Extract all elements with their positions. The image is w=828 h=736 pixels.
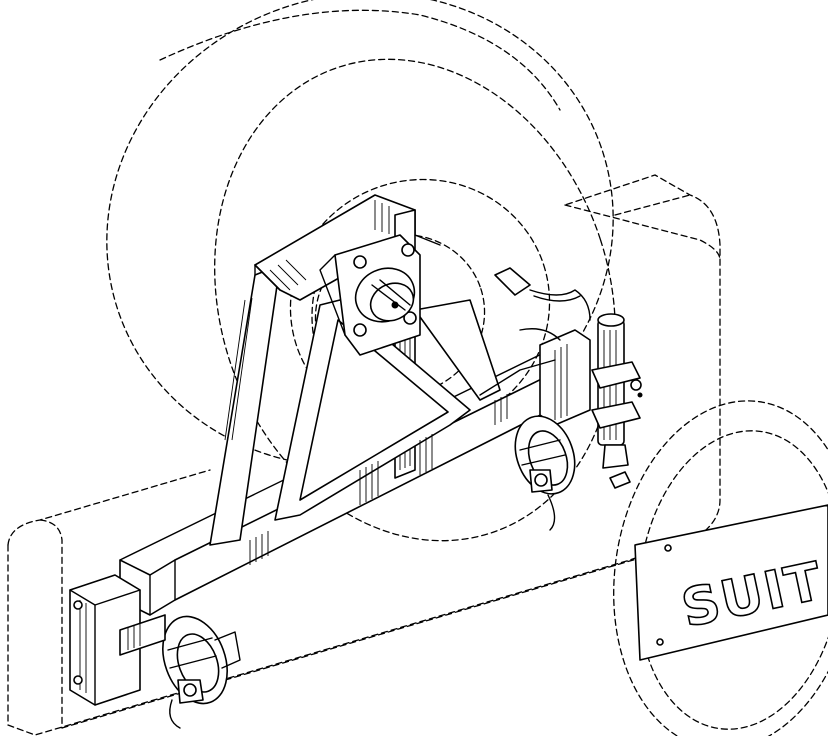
right-tow-hook: [514, 415, 576, 531]
license-plate: SUIT: [634, 504, 828, 661]
left-tow-hook: [162, 615, 241, 729]
bolts: [609, 392, 643, 489]
carrier-frame: [119, 194, 591, 616]
cable-connector: [494, 267, 591, 341]
hub-mounting-plate: [319, 234, 421, 356]
left-light-bracket: [69, 574, 166, 706]
swing-post: [591, 313, 642, 469]
